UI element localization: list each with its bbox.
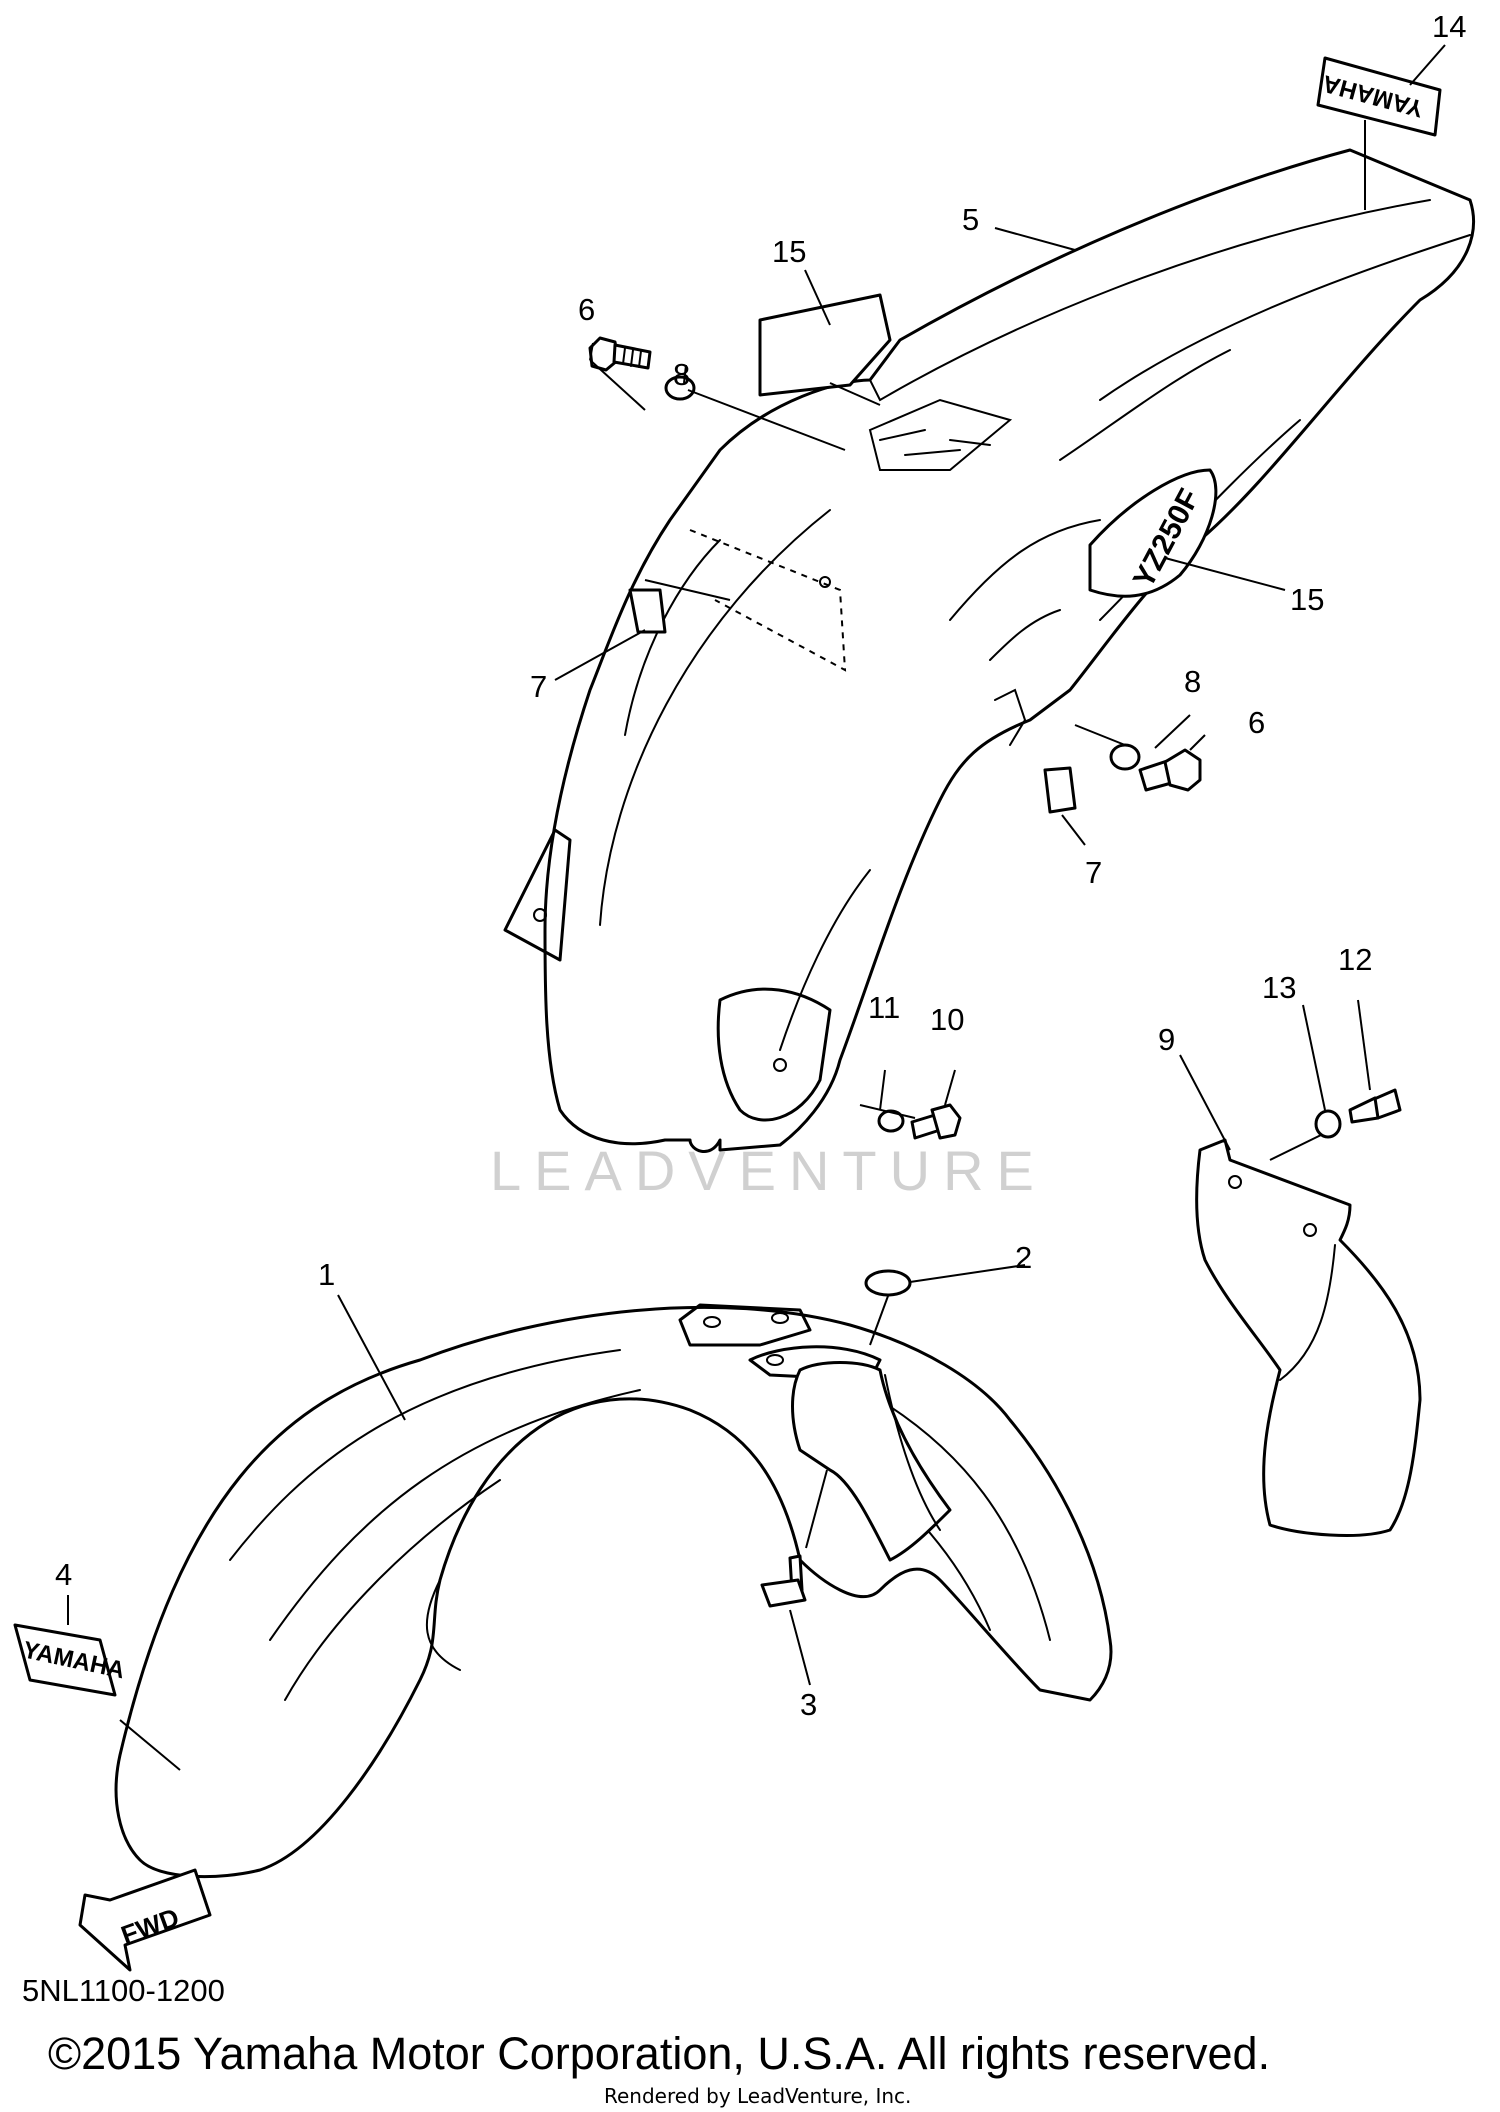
rear-fender[interactable]: YZ250F [503, 148, 1475, 1153]
watermark-text: LEADVENTURE [490, 1139, 1047, 1202]
nut-7-upper[interactable] [628, 588, 667, 634]
callout-4: 4 [55, 1557, 72, 1592]
top-decal[interactable] [758, 293, 892, 397]
callout-7-lower: 7 [1085, 855, 1102, 890]
callout-5: 5 [962, 202, 979, 237]
diagram-code: 5NL1100-1200 [22, 1973, 225, 2008]
callout-3: 3 [800, 1687, 817, 1722]
rear-decal[interactable]: YAMAHA [1316, 56, 1442, 137]
collar-11[interactable] [877, 1109, 905, 1133]
callout-11: 11 [868, 990, 900, 1025]
mud-flap[interactable] [1195, 1138, 1422, 1537]
washer-13[interactable] [1314, 1109, 1342, 1139]
callout-6-lower: 6 [1248, 705, 1265, 740]
callout-9: 9 [1158, 1022, 1175, 1057]
callout-13: 13 [1262, 970, 1296, 1005]
fwd-arrow: FWD [78, 1868, 212, 1972]
callout-14: 14 [1432, 9, 1466, 44]
leader-lines [67, 44, 1446, 1771]
rendered-by-notice: Rendered by LeadVenture, Inc. [604, 2084, 912, 2108]
callout-1: 1 [318, 1257, 335, 1292]
bolt-6-upper[interactable] [588, 336, 652, 372]
callout-6-upper: 6 [578, 292, 595, 327]
callout-7-upper: 7 [530, 669, 547, 704]
callout-8-lower: 8 [1184, 664, 1201, 699]
bolt-10[interactable] [910, 1103, 962, 1140]
nut-7-lower[interactable] [1043, 766, 1077, 814]
collar-8-lower[interactable] [1109, 743, 1141, 771]
callout-8-upper: 8 [673, 357, 690, 392]
copyright-notice: ©2015 Yamaha Motor Corporation, U.S.A. A… [48, 2028, 1271, 2079]
callout-10: 10 [930, 1002, 964, 1037]
callout-labels: 14 5 15 6 8 7 15 8 6 7 12 13 9 11 10 1 2… [55, 9, 1466, 1722]
callout-12: 12 [1338, 942, 1372, 977]
bolt-3[interactable] [760, 1554, 807, 1608]
collar-8-upper[interactable] [664, 375, 696, 401]
grommet-2[interactable] [864, 1269, 912, 1297]
bolt-6-lower[interactable] [1138, 748, 1202, 792]
callout-2: 2 [1015, 1240, 1032, 1275]
callout-15-side: 15 [1290, 582, 1324, 617]
callout-15-top: 15 [772, 234, 806, 269]
screw-12[interactable] [1348, 1088, 1402, 1124]
front-fender[interactable]: YAMAHA [13, 1303, 1113, 1879]
